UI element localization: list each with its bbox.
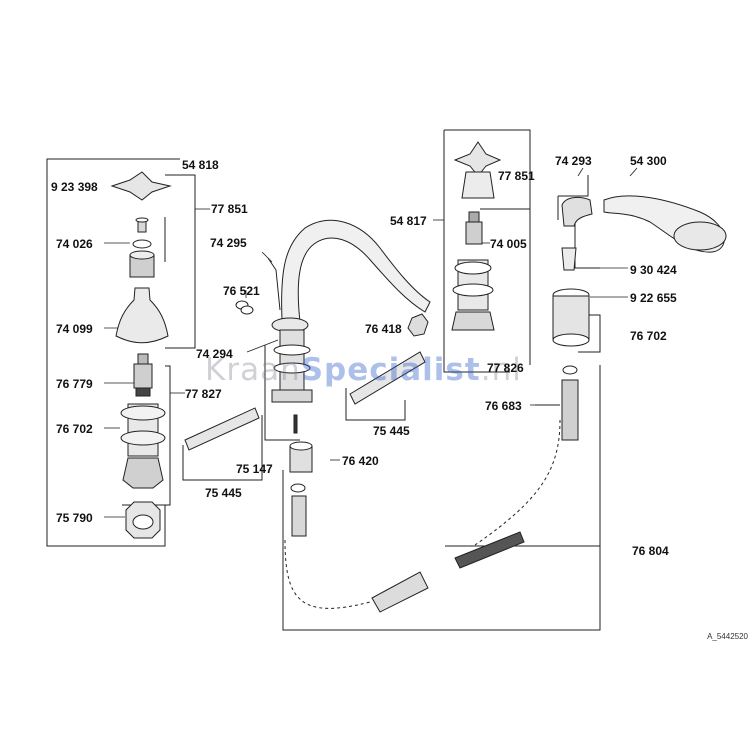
label-74-026: 74 026 — [56, 237, 93, 251]
label-54-818: 54 818 — [182, 158, 219, 172]
label-76-420: 76 420 — [342, 454, 379, 468]
label-77-851-left: 77 851 — [211, 202, 248, 216]
label-75-445-left: 75 445 — [205, 486, 242, 500]
label-76-779: 76 779 — [56, 377, 93, 391]
label-76-804: 76 804 — [632, 544, 669, 558]
watermark: KraanSpecialist.nl — [205, 352, 522, 388]
hose-parts — [184, 351, 561, 613]
label-76-702-right: 76 702 — [630, 329, 667, 343]
label-74-295: 74 295 — [210, 236, 247, 250]
label-75-445-right: 75 445 — [373, 424, 410, 438]
label-74-099: 74 099 — [56, 322, 93, 336]
label-76-702-left: 76 702 — [56, 422, 93, 436]
right-valve-parts — [451, 141, 502, 331]
label-54-300: 54 300 — [630, 154, 667, 168]
label-76-683: 76 683 — [485, 399, 522, 413]
label-74-293: 74 293 — [555, 154, 592, 168]
left-valve-parts — [110, 171, 172, 539]
bracket-lines — [46, 129, 601, 631]
label-74-294: 74 294 — [196, 347, 233, 361]
label-77-826: 77 826 — [487, 361, 524, 375]
label-77-827: 77 827 — [185, 387, 222, 401]
drawing-code: A_5442520 — [707, 632, 748, 641]
label-76-521: 76 521 — [223, 284, 260, 298]
label-9-22-655: 9 22 655 — [630, 291, 677, 305]
label-9-23-398: 9 23 398 — [51, 180, 98, 194]
leader-lines — [104, 167, 638, 518]
label-77-851-right: 77 851 — [498, 169, 535, 183]
label-54-817: 54 817 — [390, 214, 427, 228]
label-75-790: 75 790 — [56, 511, 93, 525]
label-76-418: 76 418 — [365, 322, 402, 336]
label-9-30-424: 9 30 424 — [630, 263, 677, 277]
spout-parts — [235, 219, 431, 537]
label-75-147: 75 147 — [236, 462, 273, 476]
hand-shower-parts — [552, 195, 727, 441]
label-74-005: 74 005 — [490, 237, 527, 251]
